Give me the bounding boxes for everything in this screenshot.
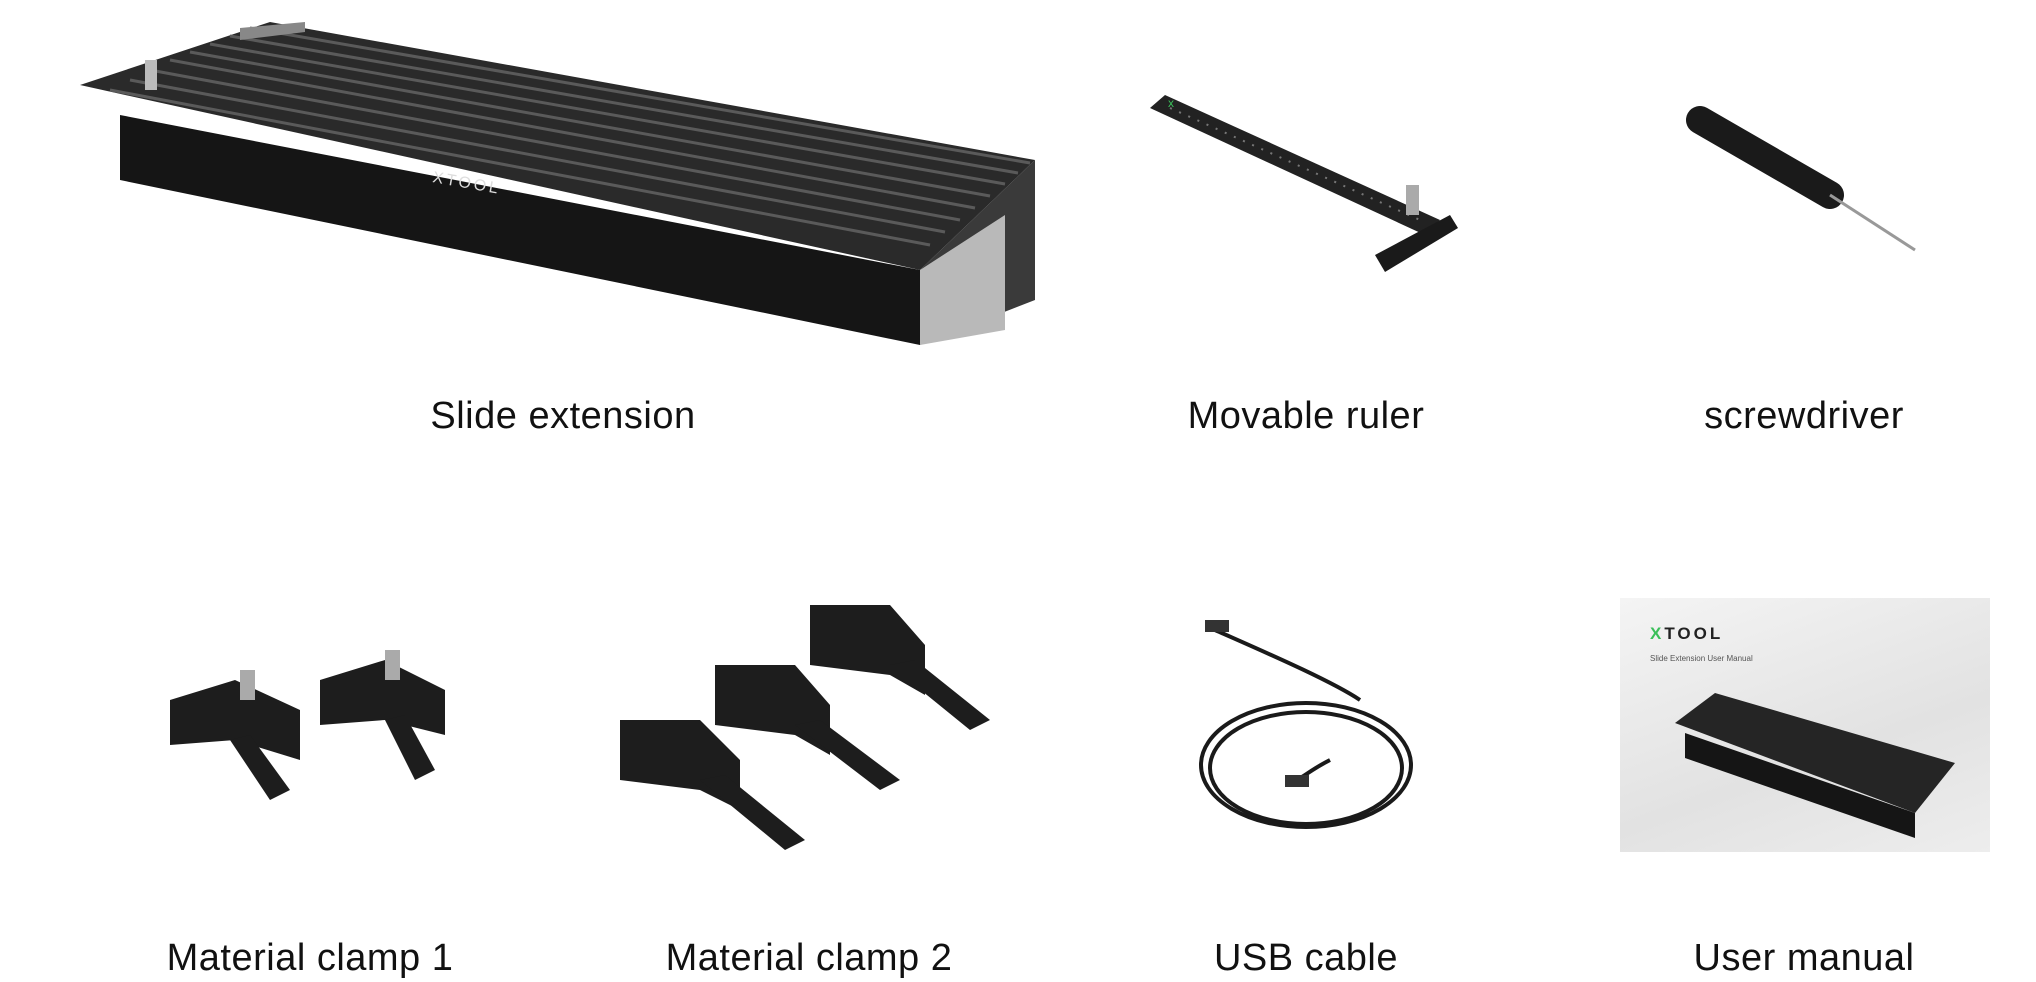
user-manual-label: User manual — [1693, 937, 1915, 979]
material-clamp-2-image — [620, 605, 990, 850]
manual-subtitle: Slide Extension User Manual — [1650, 654, 1753, 663]
movable-ruler-label: Movable ruler — [1187, 395, 1425, 437]
usb-cable-label: USB cable — [1213, 937, 1399, 979]
material-clamp-2-label: Material clamp 2 — [665, 937, 953, 979]
movable-ruler-image: x — [1150, 95, 1458, 272]
svg-text:x: x — [1168, 96, 1174, 110]
material-clamp-1-label: Material clamp 1 — [166, 937, 454, 979]
manual-logo: XTOOL — [1650, 624, 1724, 643]
manual-product-image — [1675, 693, 1955, 838]
material-clamp-1-image — [170, 650, 445, 800]
screwdriver-label: screwdriver — [1704, 395, 1904, 437]
usb-cable-image — [1199, 620, 1413, 829]
slide-extension-image: XTOOL — [80, 22, 1035, 345]
slide-extension-label: Slide extension — [430, 395, 696, 437]
user-manual-image: XTOOL Slide Extension User Manual — [1620, 598, 1990, 852]
screwdriver-image — [1686, 106, 1916, 252]
